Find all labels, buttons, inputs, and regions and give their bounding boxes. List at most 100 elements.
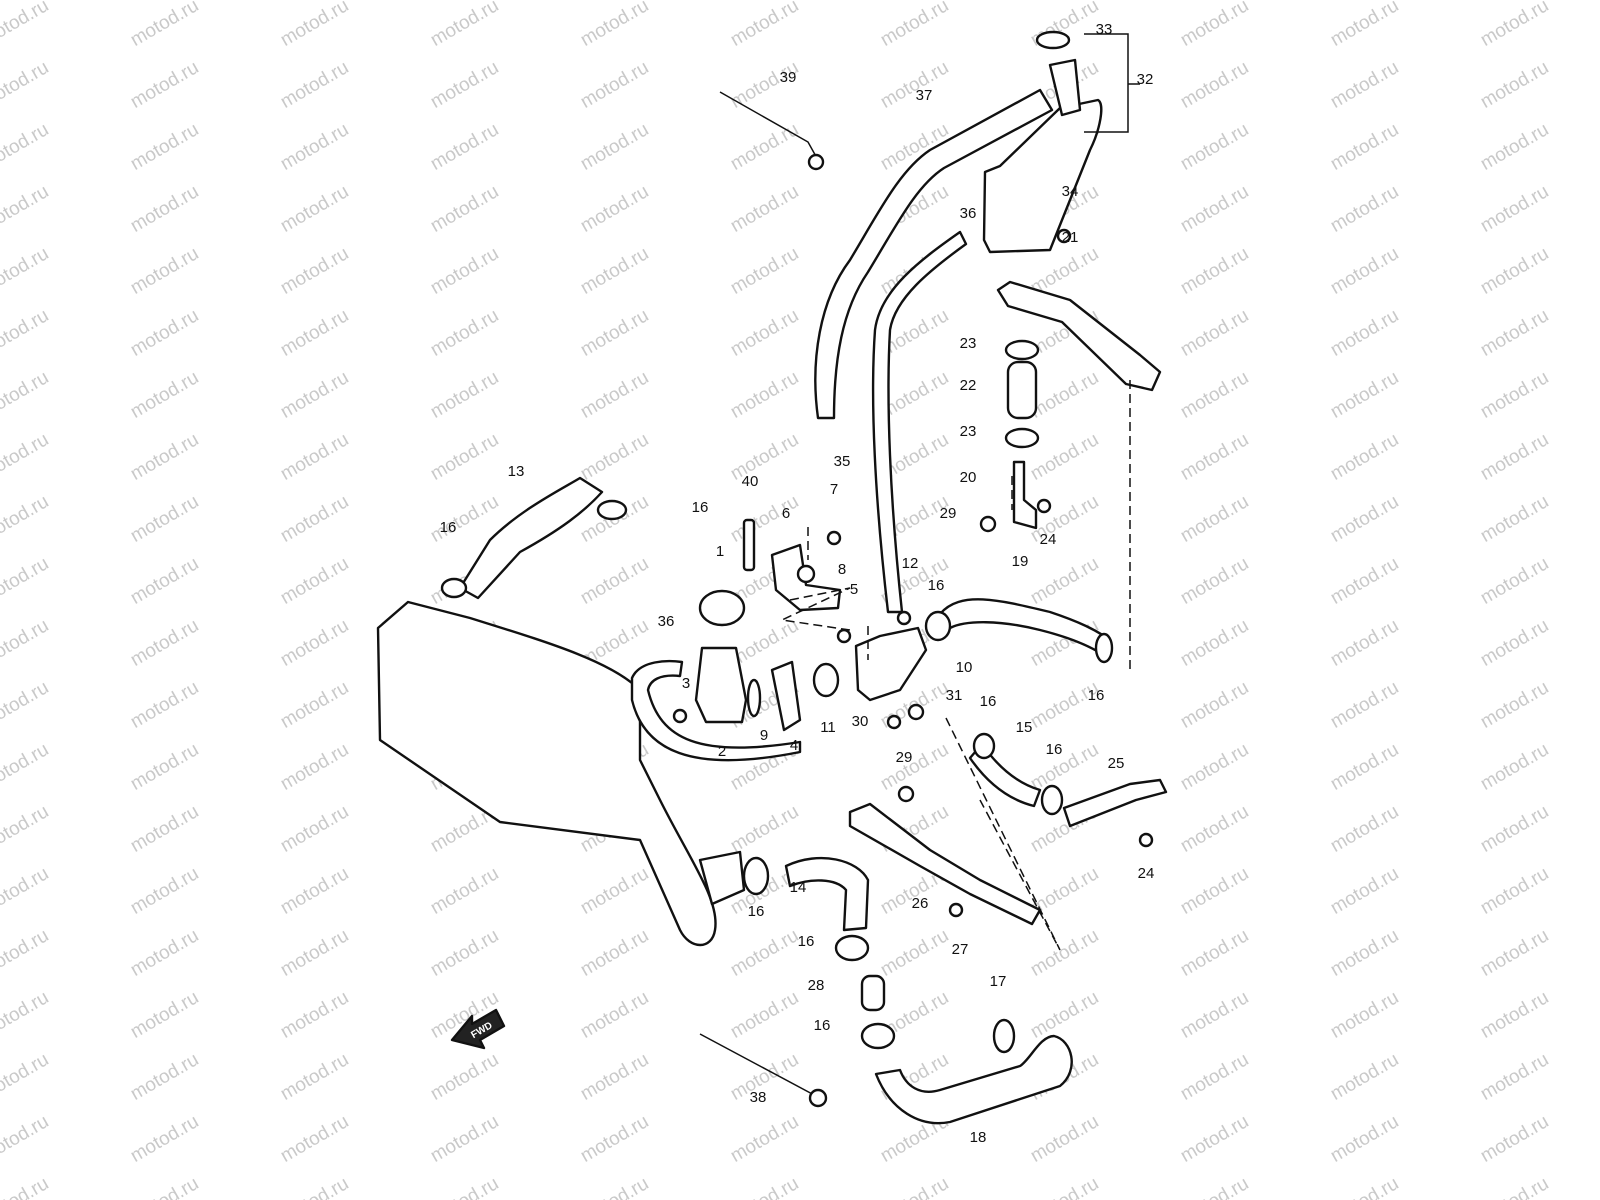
pipe-22 (1006, 360, 1038, 420)
hose-19 (938, 598, 1112, 656)
bolt-5 (836, 628, 852, 644)
callout-11: 11 (820, 719, 836, 736)
callout-21: 21 (1062, 229, 1079, 246)
nut-8 (796, 564, 816, 584)
clamp-16-hose14 (742, 856, 770, 896)
callout-7: 7 (830, 481, 838, 498)
hose-15 (968, 742, 1042, 808)
clamp-17 (992, 1018, 1016, 1054)
pipe-26 (848, 802, 1042, 926)
callout-17: 17 (990, 973, 1007, 990)
callout-28: 28 (808, 977, 825, 994)
callout-23b: 23 (960, 423, 977, 440)
o-ring-29-lower (897, 785, 915, 803)
callout-29b: 29 (896, 749, 913, 766)
band-clip-38 (808, 1088, 828, 1108)
callout-16c: 16 (928, 577, 945, 594)
bolt-12 (896, 610, 912, 626)
callout-15: 15 (1016, 719, 1033, 736)
radiator-cap (698, 589, 746, 627)
o-ring-9 (746, 678, 762, 718)
clamp-16-hose15-right (1040, 784, 1064, 816)
callout-30: 30 (852, 713, 869, 730)
callout-39: 39 (780, 69, 797, 86)
callout-33: 33 (1096, 21, 1113, 38)
callout-16a: 16 (692, 499, 709, 516)
bypass-hose (630, 659, 802, 762)
callout-16e: 16 (980, 693, 997, 710)
callout-16b: 16 (440, 519, 457, 536)
reservoir-tank (982, 98, 1103, 254)
clamp-16-hose19-left (924, 610, 952, 642)
reservoir-cap (1035, 30, 1071, 50)
bolt-34 (1056, 228, 1072, 244)
callout-36a: 36 (960, 205, 977, 222)
pipe-25 (1062, 778, 1168, 828)
clamp-23-upper (1004, 339, 1040, 361)
callout-24a: 24 (1040, 531, 1057, 548)
band-38 (699, 1033, 817, 1097)
hose-21 (996, 280, 1162, 392)
bolt-7 (826, 530, 842, 546)
band-39 (719, 91, 819, 161)
assembly-line (779, 380, 1131, 951)
callout-16f: 16 (1046, 741, 1063, 758)
callout-34: 34 (1062, 183, 1079, 200)
band-clip-39 (807, 153, 825, 171)
radiator (376, 600, 717, 947)
callout-5: 5 (850, 581, 858, 598)
reservoir-hose (871, 230, 968, 614)
sensor-30 (886, 714, 902, 730)
hose-13 (458, 476, 604, 600)
clamp-16-mid (834, 934, 870, 962)
thermostat-cover (854, 626, 928, 702)
callout-13: 13 (508, 463, 525, 480)
reservoir-filler-neck (1048, 58, 1082, 117)
callout-32: 32 (1137, 71, 1154, 88)
thermostat-housing (694, 646, 748, 724)
clamp-23-lower (1004, 427, 1040, 449)
callout-16d: 16 (1088, 687, 1105, 704)
callout-1: 1 (716, 543, 724, 560)
callout-24b: 24 (1138, 865, 1155, 882)
callout-23a: 23 (960, 335, 977, 352)
o-ring-29-upper (979, 515, 997, 533)
clamp-16-top (596, 499, 628, 521)
callout-3: 3 (682, 675, 690, 692)
clamp-16-left (440, 577, 468, 599)
callout-18: 18 (970, 1129, 987, 1146)
fwd-arrow-shape (450, 1008, 506, 1050)
callout-16g: 16 (748, 903, 765, 920)
sensor-31 (907, 703, 925, 721)
callout-12: 12 (902, 555, 919, 572)
callout-14: 14 (790, 879, 807, 896)
bolt-24-lower (1138, 832, 1154, 848)
callout-38: 38 (750, 1089, 767, 1106)
callout-27: 27 (952, 941, 969, 958)
clamp-16-hose19-right (1094, 632, 1114, 664)
callout-2: 2 (718, 743, 726, 760)
clamp-16-hose15-left (972, 732, 996, 760)
callout-6: 6 (782, 505, 790, 522)
callout-37: 37 (916, 87, 933, 104)
thermostat (812, 662, 840, 698)
callout-31: 31 (946, 687, 963, 704)
fwd-arrow: FWD (450, 1008, 506, 1050)
callout-9: 9 (760, 727, 768, 744)
clamp-16-lower (860, 1022, 896, 1050)
callout-35: 35 (834, 453, 851, 470)
bracket-32 (1084, 33, 1140, 133)
pin-40 (742, 518, 756, 572)
callout-16i: 16 (814, 1017, 831, 1034)
callout-8: 8 (838, 561, 846, 578)
callout-16h: 16 (798, 933, 815, 950)
radiator-outlet (698, 850, 746, 906)
callout-4: 4 (790, 737, 798, 754)
callout-20: 20 (960, 469, 977, 486)
callout-29a: 29 (940, 505, 957, 522)
bolts (672, 228, 1154, 918)
callout-22: 22 (960, 377, 977, 394)
joint-28 (860, 974, 886, 1012)
